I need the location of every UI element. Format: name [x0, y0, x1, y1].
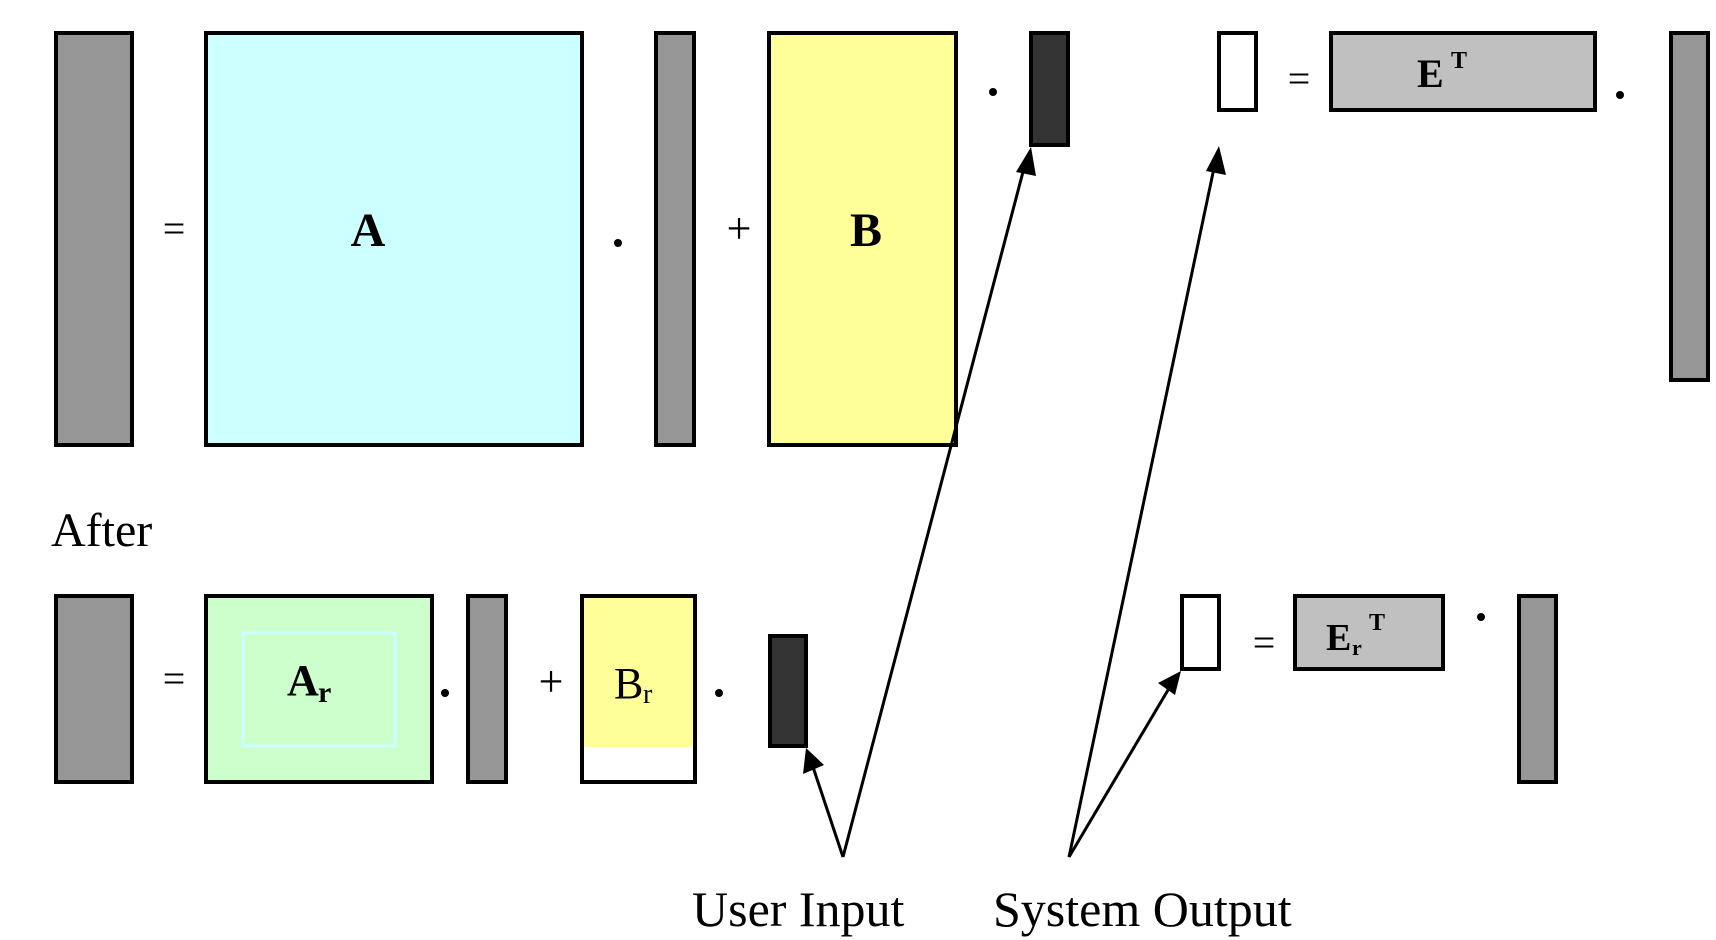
matrix-er-subscript: r — [1352, 635, 1362, 660]
arrowhead-icon — [803, 748, 824, 774]
after-state-equation: = A r + B r — [54, 594, 808, 784]
input-vector — [768, 634, 808, 748]
before-state-equation: = A + B — [54, 31, 1070, 447]
after-output-equation: = E r T — [1180, 594, 1558, 784]
equals-sign: = — [163, 656, 186, 701]
multiply-dot — [441, 689, 449, 697]
arrowhead-icon — [1016, 147, 1036, 176]
user-input-label: User Input — [692, 881, 905, 937]
input-vector — [1029, 31, 1070, 147]
user-input-arrows — [803, 147, 1036, 858]
matrix-er-superscript: T — [1369, 610, 1385, 636]
matrix-er-label: E — [1326, 617, 1351, 659]
reduced-state-vector — [1517, 594, 1558, 784]
matrix-b — [767, 31, 958, 447]
system-output-arrows — [1067, 146, 1226, 858]
output-vector — [1180, 594, 1221, 671]
matrix-br-label: B — [614, 659, 643, 708]
matrix-e-label: E — [1417, 51, 1444, 96]
matrix-ar-inner-block — [241, 631, 397, 748]
output-vector — [1217, 31, 1258, 112]
reduced-state-vector — [466, 594, 508, 784]
matrix-ar-label: A — [287, 656, 319, 705]
multiply-dot — [715, 689, 723, 697]
arrow-to-after-input — [811, 766, 845, 858]
section-label-after: After — [51, 504, 152, 557]
multiply-dot — [1477, 613, 1485, 621]
multiply-dot — [614, 239, 622, 247]
matrix-er-transpose — [1293, 594, 1445, 671]
matrix-a-label: A — [351, 204, 386, 257]
matrix-a — [204, 31, 584, 447]
next-state-vector — [54, 31, 134, 447]
state-vector — [654, 31, 696, 447]
arrowhead-icon — [1206, 146, 1226, 175]
plus-sign: + — [727, 204, 752, 253]
multiply-dot — [1616, 91, 1624, 99]
equals-sign: = — [163, 206, 186, 251]
matrix-ar-subscript: r — [318, 676, 331, 709]
state-vector — [1669, 31, 1710, 382]
next-reduced-state-vector — [54, 594, 134, 784]
system-output-label: System Output — [993, 881, 1292, 937]
matrix-b-label: B — [850, 204, 882, 257]
arrow-to-before-output — [1067, 167, 1216, 858]
matrix-br-fill — [584, 598, 693, 747]
arrow-to-before-input — [841, 167, 1026, 858]
matrix-br-subscript: r — [643, 679, 653, 710]
multiply-dot — [989, 88, 997, 96]
before-output-equation: = E T — [1217, 31, 1710, 382]
equals-sign: = — [1288, 56, 1311, 101]
arrowhead-icon — [1158, 671, 1181, 695]
arrow-to-after-output — [1067, 689, 1170, 858]
plus-sign: + — [539, 657, 564, 706]
matrix-e-superscript: T — [1451, 48, 1467, 74]
matrix-e-transpose — [1329, 31, 1597, 112]
equals-sign: = — [1253, 620, 1276, 665]
